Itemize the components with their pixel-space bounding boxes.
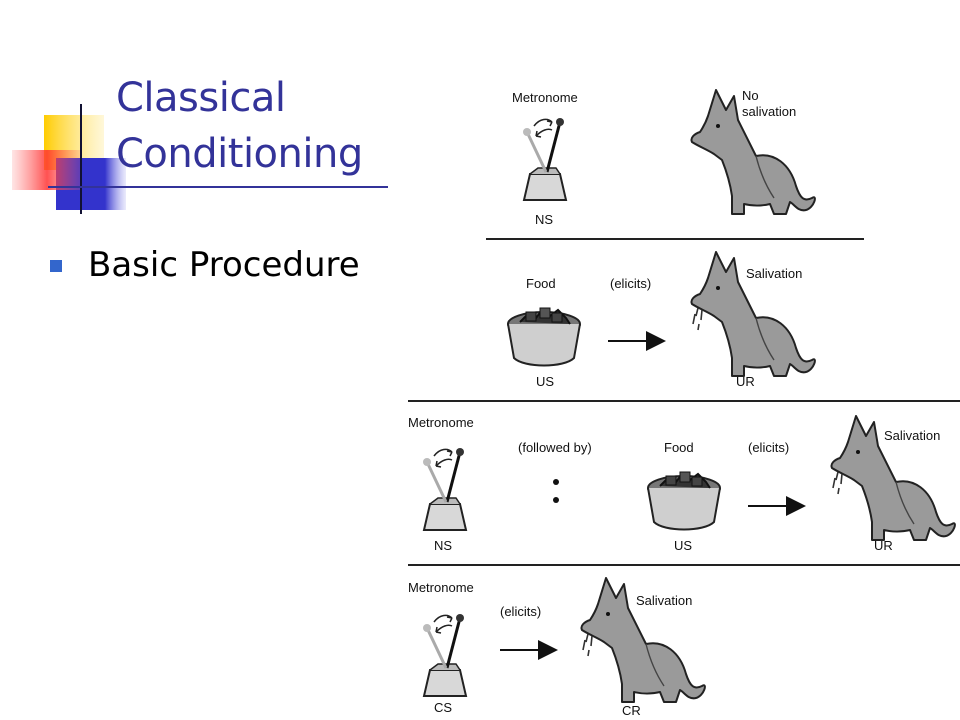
food-bowl-icon [507, 307, 581, 367]
panel3-stimulus-label: Metronome [408, 415, 474, 430]
panel2-response-tag: UR [736, 374, 755, 389]
panel-1: Metronome NS No salivation [486, 88, 864, 240]
slide-title-line1: Classical [116, 75, 286, 121]
panel1-stimulus-tag: NS [535, 212, 553, 227]
panel3-relation1: (followed by) [518, 440, 592, 455]
panel3-relation2: (elicits) [748, 440, 789, 455]
colon-dot [553, 479, 559, 485]
panel-4: Metronome CS (elicits) Salivation CR [408, 578, 705, 718]
panel4-stimulus-tag: CS [434, 700, 452, 715]
panel1-response-label-line2: salivation [742, 104, 796, 119]
panel1-response-label-line1: No [742, 88, 759, 103]
metronome-icon [521, 116, 568, 202]
panel4-response-tag: CR [622, 703, 641, 718]
panel3-food-tag: US [674, 538, 692, 553]
panel3-response-label: Salivation [884, 428, 940, 443]
panel2-stimulus-label: Food [526, 276, 556, 291]
panel2-response-label: Salivation [746, 266, 802, 281]
metronome-icon [421, 612, 468, 698]
panel2-relation: (elicits) [610, 276, 651, 291]
square-bullet-icon [50, 260, 62, 272]
bullet-item: Basic Procedure [50, 240, 360, 290]
panel-3: Metronome NS (followed by) Food (elicits… [408, 415, 960, 566]
panel3-stimulus-tag: NS [434, 538, 452, 553]
panel4-stimulus-label: Metronome [408, 580, 474, 595]
panel1-stimulus-label: Metronome [512, 90, 578, 105]
panel2-stimulus-tag: US [536, 374, 554, 389]
title-underline [48, 186, 388, 188]
panel3-food-label: Food [664, 440, 694, 455]
decorative-squares [12, 115, 126, 210]
panel3-response-tag: UR [874, 538, 893, 553]
conditioning-diagram: Metronome NS No salivation Food (elicits… [408, 88, 960, 718]
slide-title: Classical Conditioning [116, 70, 363, 182]
title-vertical-line [80, 104, 82, 214]
food-bowl-icon [647, 471, 721, 531]
colon-dot [553, 497, 559, 503]
panel-2: Food (elicits) US Salivation UR [408, 252, 960, 402]
metronome-icon [421, 446, 468, 532]
bullet-list: Basic Procedure [50, 240, 360, 290]
slide-title-line2: Conditioning [116, 131, 363, 177]
bullet-text: Basic Procedure [88, 245, 360, 285]
panel4-relation: (elicits) [500, 604, 541, 619]
panel4-response-label: Salivation [636, 593, 692, 608]
